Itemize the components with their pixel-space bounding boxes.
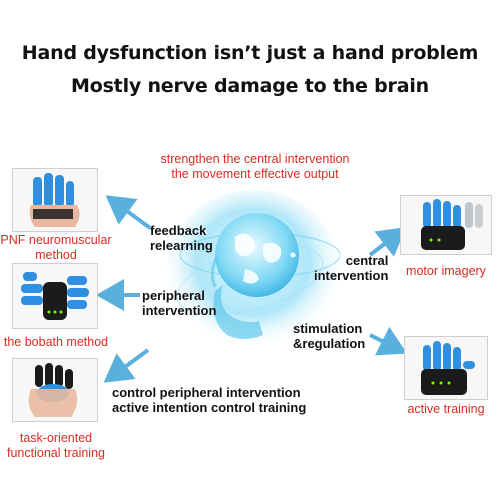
label-pnf-line-2: method (35, 248, 77, 262)
central-line-1: central (345, 253, 389, 268)
glove-photo-bobath (12, 263, 98, 329)
headline-line-2: Mostly nerve damage to the brain (71, 75, 429, 97)
top-caption: strengthen the central intervention the … (130, 152, 380, 182)
label-pnf-line-1: PNF neuromuscular (0, 233, 112, 247)
rehab-glove-icon (29, 173, 80, 227)
glove-photo-task (12, 358, 98, 422)
arrow-feedback (105, 195, 152, 230)
top-caption-line-2: the movement effective output (171, 167, 339, 181)
arrow-stimulation (369, 326, 408, 356)
label-bobath-line-1: the bobath method (3, 335, 109, 349)
label-task-oriented: task-oriented functional training (0, 431, 112, 461)
feedback-line-2: relearning (150, 238, 213, 253)
top-caption-line-1: strengthen the central intervention (160, 152, 350, 166)
peripheral-line-2: intervention (142, 303, 217, 318)
label-motor-imagery: motor imagery (406, 264, 486, 278)
label-stimulation-regulation: stimulation &regulation (293, 321, 365, 351)
label-bobath: the bobath method (0, 335, 112, 350)
label-peripheral-intervention: peripheral intervention (142, 288, 216, 318)
feedback-line-1: feedback (150, 223, 207, 238)
rehab-glove-icon (421, 199, 483, 250)
stimulation-line-2: &regulation (293, 336, 366, 351)
rehab-glove-icon (421, 341, 475, 395)
label-feedback-relearning: feedback relearning (150, 223, 213, 253)
label-control-training: control peripheral intervention active i… (112, 385, 306, 415)
glove-photo-motor-imagery (400, 195, 492, 255)
arrow-central (368, 227, 407, 257)
control-line-1: control peripheral intervention (112, 385, 301, 400)
headline-line-1: Hand dysfunction isn’t just a hand probl… (21, 42, 479, 64)
label-pnf: PNF neuromuscular method (0, 233, 112, 263)
label-active-training: active training (407, 402, 485, 416)
rehab-glove-icon (28, 363, 78, 417)
arrow-control (103, 348, 150, 383)
stimulation-line-1: stimulation (293, 321, 363, 336)
label-task-line-1: task-oriented (19, 431, 93, 445)
glove-photo-pnf (12, 168, 98, 232)
glove-photo-active-training (404, 336, 488, 400)
peripheral-line-1: peripheral (142, 288, 205, 303)
rehab-glove-icon (21, 272, 89, 320)
control-line-2: active intention control training (112, 400, 307, 415)
label-central-intervention: central intervention (314, 253, 388, 283)
central-line-2: intervention (314, 268, 389, 283)
label-task-line-2: functional training (7, 446, 105, 460)
brain-head-illustration (167, 190, 340, 350)
